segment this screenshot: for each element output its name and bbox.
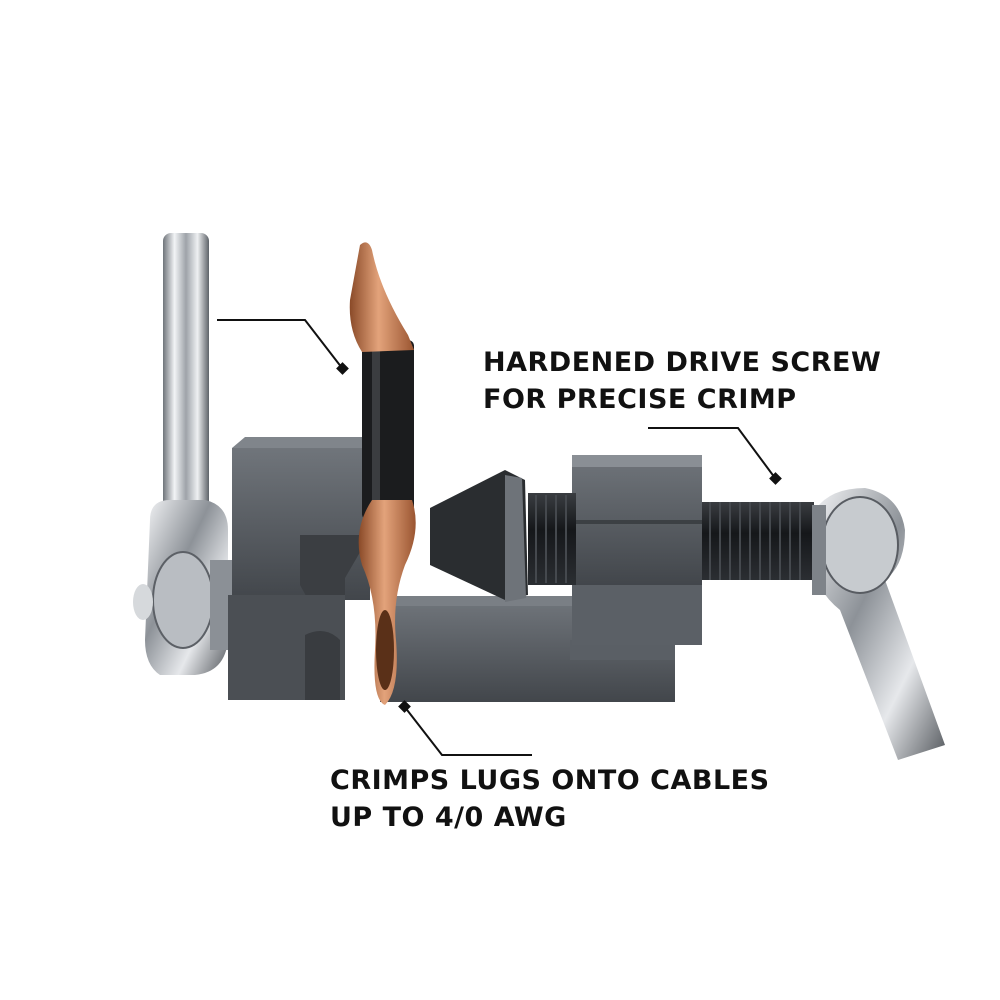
leader-line-crimps xyxy=(398,700,532,756)
crimps-callout-line1: CRIMPS LUGS ONTO CABLES xyxy=(330,765,770,796)
left-ratchet-wrench xyxy=(133,233,232,675)
cable-with-copper-lug xyxy=(349,242,416,705)
crimps-callout-line2: UP TO 4/0 AWG xyxy=(330,802,567,833)
drive-screw xyxy=(528,493,814,585)
drive-screw-callout-line1: HARDENED DRIVE SCREW xyxy=(483,347,882,378)
crimps-callout: CRIMPS LUGS ONTO CABLES UP TO 4/0 AWG xyxy=(330,762,770,836)
right-wrench xyxy=(812,488,945,760)
crimp-tool-body xyxy=(228,437,702,702)
drive-screw-callout-line2: FOR PRECISE CRIMP xyxy=(483,384,797,415)
drive-screw-callout: HARDENED DRIVE SCREW FOR PRECISE CRIMP xyxy=(483,344,881,418)
leader-line-top-left xyxy=(217,319,349,375)
